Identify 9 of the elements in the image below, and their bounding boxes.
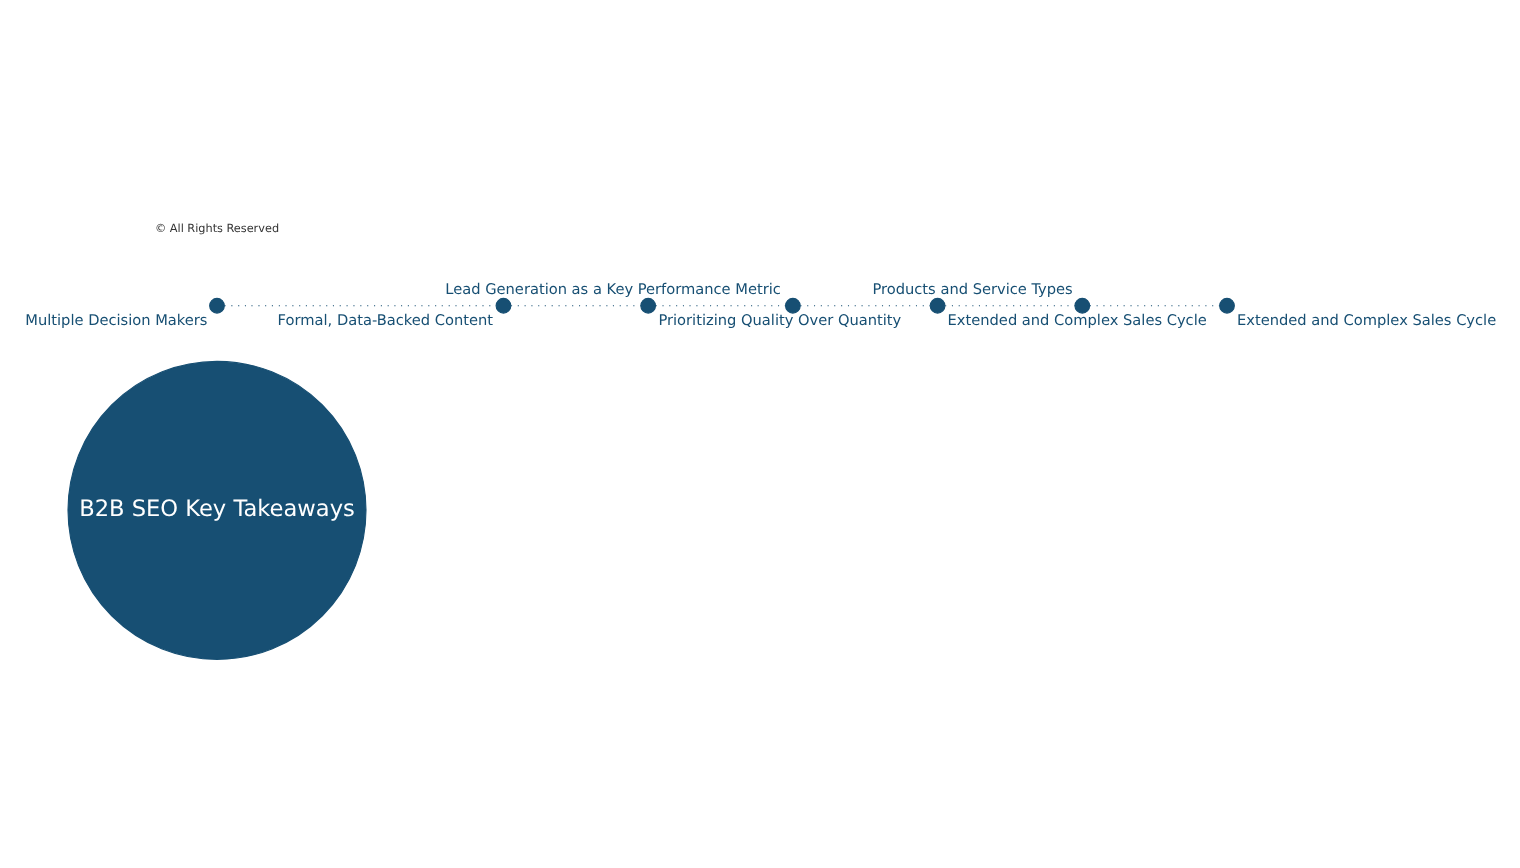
node-circle bbox=[783, 297, 800, 314]
node-circle bbox=[1218, 297, 1234, 314]
node-circle bbox=[639, 297, 656, 314]
node-circle bbox=[208, 297, 224, 314]
node-circle bbox=[1073, 297, 1090, 314]
connector bbox=[223, 305, 496, 307]
node-circle bbox=[928, 297, 945, 314]
node-circle bbox=[494, 297, 511, 314]
node-circle: B2B SEO Key Takeaways bbox=[66, 360, 366, 660]
